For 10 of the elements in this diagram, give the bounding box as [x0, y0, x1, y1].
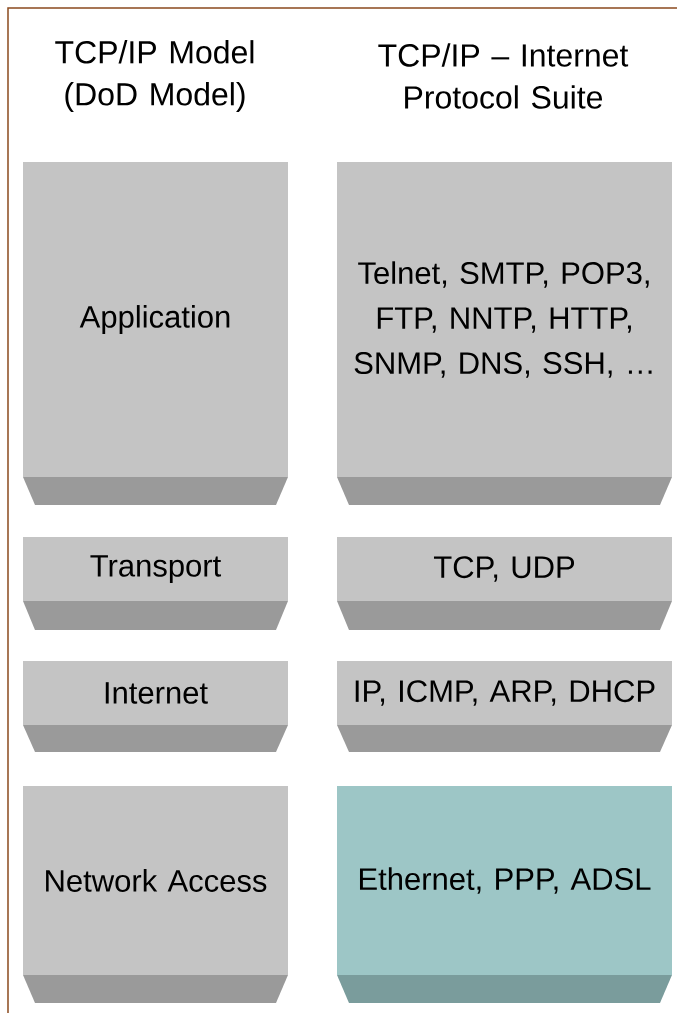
layer-box: IP, ICMP, ARP, DHCP — [337, 661, 672, 752]
layer-box: TCP, UDP — [337, 537, 672, 630]
layer-box: Application — [23, 162, 288, 505]
layer-box: Internet — [23, 661, 288, 752]
layer-box: Network Access — [23, 786, 288, 1003]
column-heading: TCP/IP – Internet Protocol Suite — [378, 43, 629, 109]
layer-box: Ethernet, PPP, ADSL — [337, 786, 672, 1003]
layer-box: Transport — [23, 537, 288, 630]
column-heading: TCP/IP Model (DoD Model) — [55, 40, 254, 112]
layer-box: Telnet, SMTP, POP3, FTP, NNTP, HTTP, SNMP, DNS, SSH, … — [337, 162, 672, 505]
